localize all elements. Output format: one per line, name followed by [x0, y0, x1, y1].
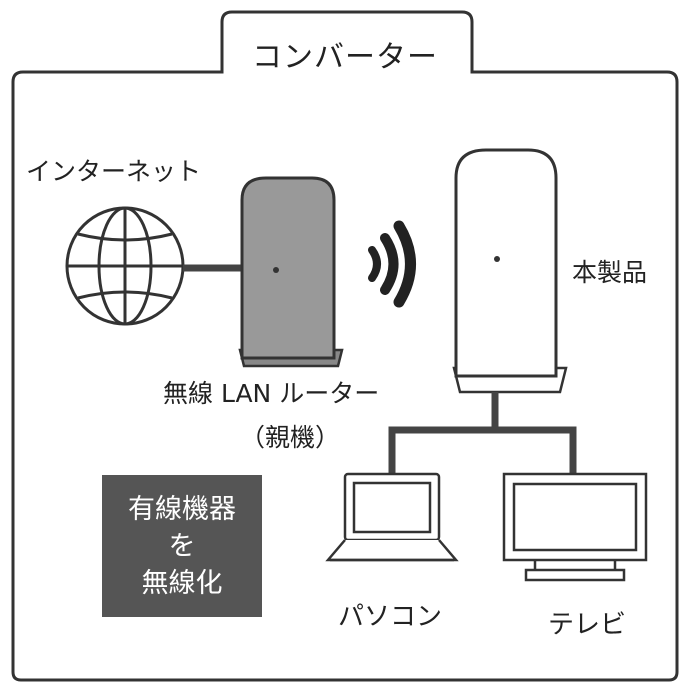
pc-label: パソコン	[338, 602, 443, 632]
wifi-signal-icon	[368, 220, 416, 308]
callout-line-1: 有線機器	[128, 493, 236, 525]
diagram-title: コンバーター	[252, 40, 438, 75]
tv-icon	[502, 472, 648, 582]
product-label: 本製品	[572, 258, 648, 287]
router-sublabel: （親機）	[240, 423, 341, 452]
callout-line-2: を	[168, 530, 196, 562]
internet-label: インターネット	[26, 157, 202, 186]
globe-icon	[65, 206, 185, 326]
converter-device	[452, 148, 568, 394]
wireless-router	[238, 176, 344, 368]
lan-cables	[388, 392, 577, 478]
callout-line-3: 無線化	[141, 567, 223, 599]
diagram-frame	[11, 10, 679, 682]
router-label: 無線 LAN ルーター	[163, 379, 380, 408]
callout-box: 有線機器 を 無線化	[102, 475, 262, 617]
tv-label: テレビ	[548, 610, 627, 640]
laptop-icon	[325, 472, 459, 562]
